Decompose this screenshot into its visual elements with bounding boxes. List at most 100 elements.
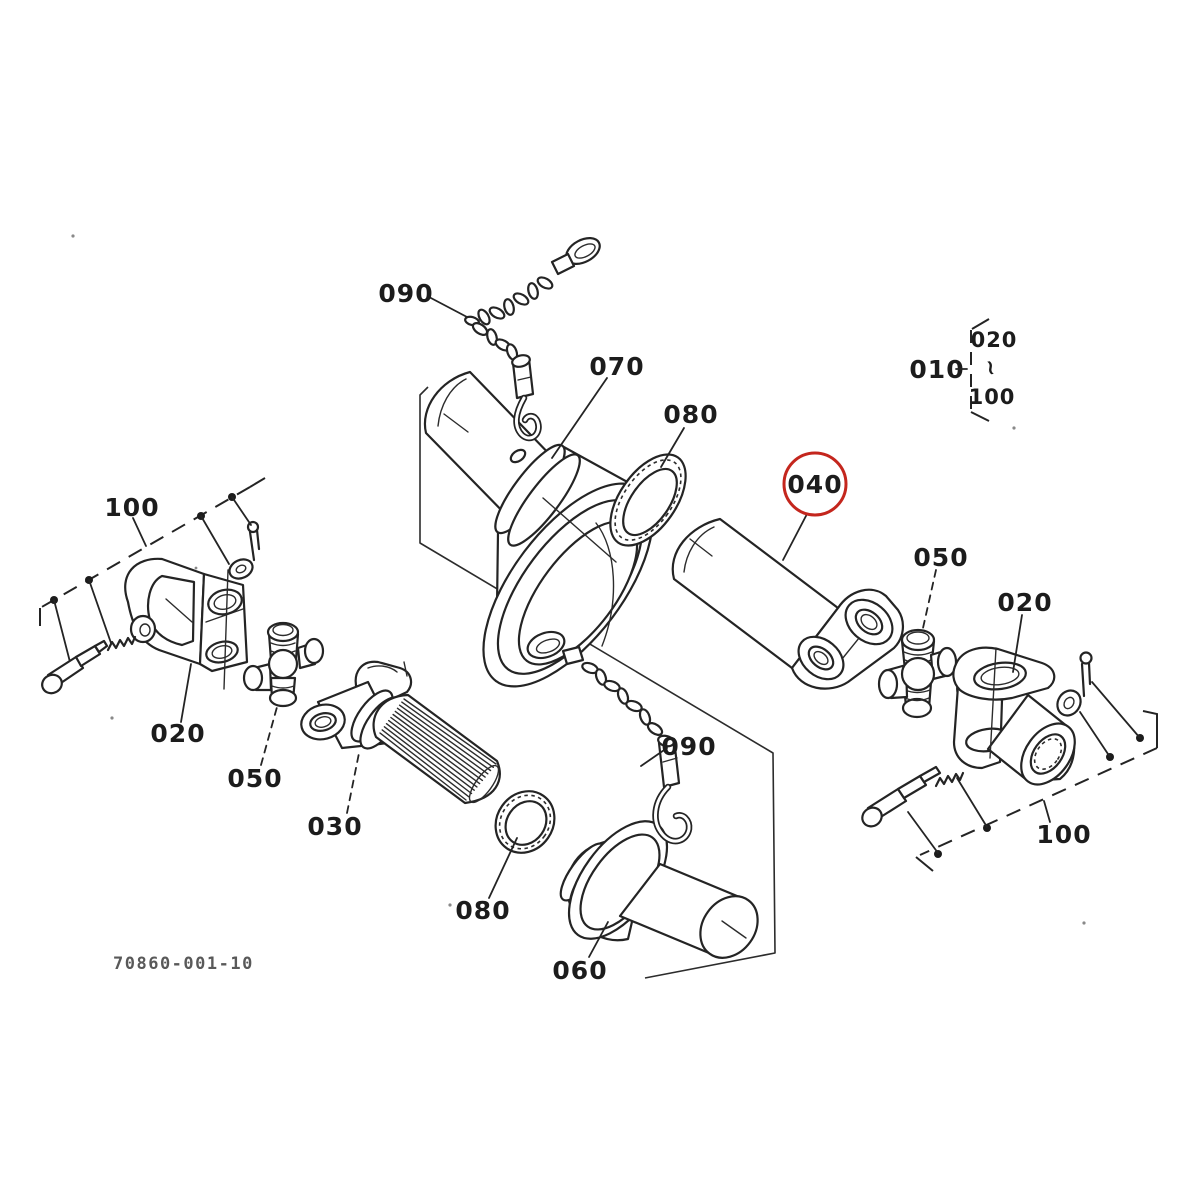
pin-knob (41, 673, 63, 695)
chain-link (477, 308, 491, 326)
chain-link (646, 722, 664, 736)
tube-axis-tick (443, 413, 469, 433)
callout-leader-100 (1043, 800, 1051, 823)
speck (448, 903, 452, 907)
callout-030[interactable]: 030 (307, 812, 362, 841)
chain-ferrule (550, 252, 576, 276)
seal-ring-hatch (614, 459, 682, 541)
trunnion-cap (303, 637, 325, 665)
callout-020[interactable]: 020 (150, 719, 205, 748)
callout-010[interactable]: 010 (909, 355, 964, 384)
part-cotter-pin-right (1079, 651, 1093, 698)
kit-corner-dash (1142, 710, 1158, 748)
part-washer-left (228, 558, 254, 580)
kit-marker-line (200, 515, 230, 565)
trunnion-cap (266, 621, 300, 643)
yoke-ear-detail (367, 661, 408, 677)
seal-ring-inner (622, 467, 678, 537)
trunnion-cap (242, 664, 264, 692)
chain-clip-line (662, 757, 678, 763)
kit-marker-line (1079, 711, 1111, 758)
speck (71, 234, 75, 238)
callout-050[interactable]: 050 (913, 543, 968, 572)
callout-050[interactable]: 050 (227, 764, 282, 793)
coil-spring (106, 635, 137, 652)
chain-link (503, 298, 515, 316)
part-090-safety-chain-upper (464, 237, 601, 464)
cotter-pin-legs (1080, 661, 1092, 698)
cotter-pin-head (246, 520, 260, 534)
bracket-range-end[interactable]: 100 (969, 385, 1016, 409)
callout-100[interactable]: 100 (1036, 820, 1091, 849)
callout-layer: 090 070 080 040 050 020 100 100 020 050 030 080 060 0… (104, 279, 1091, 985)
kit-dashed-edge (919, 747, 1158, 856)
chain-attach-ring (509, 448, 527, 464)
coil-spring (934, 771, 965, 788)
callout-leader-080 (488, 837, 518, 899)
kit-dashed-edge (39, 486, 251, 609)
chain-ferrule (561, 645, 585, 666)
bracket-range-start[interactable]: 020 (971, 328, 1018, 352)
yoke-ear-hole-inner (314, 716, 332, 728)
part-020-yoke-left (124, 557, 249, 690)
callout-070[interactable]: 070 (589, 352, 644, 381)
trunnion-ribs (271, 685, 295, 689)
callout-leader-090 (640, 747, 668, 767)
chain-link (536, 276, 554, 290)
splined-shaft (372, 693, 501, 805)
washer-outer (1056, 689, 1082, 717)
callout-leader-070 (551, 377, 608, 459)
pin-tip (918, 765, 942, 784)
chain-link (527, 282, 539, 300)
range-tilde-icon: ~ (978, 357, 1005, 379)
kit-marker-line (956, 777, 988, 828)
trunnion-cap (268, 688, 298, 708)
trunnion-cap-inner (272, 623, 294, 637)
part-cotter-pin-left (246, 520, 261, 562)
callout-090[interactable]: 090 (661, 732, 716, 761)
kit-marker-line (53, 599, 71, 663)
pin-tip (93, 639, 109, 654)
part-080-seal-ring-lower (494, 790, 556, 854)
callout-leader-100 (132, 517, 147, 547)
kit-marker-dot (983, 824, 991, 832)
callout-leader-020 (180, 663, 192, 723)
callout-leader-080 (660, 427, 685, 468)
tube-end-face (699, 895, 759, 959)
spline-ridges (379, 698, 497, 801)
chain-eyelet-hole (574, 243, 596, 259)
part-push-pin-right (861, 765, 942, 828)
callout-080[interactable]: 080 (455, 896, 510, 925)
group-reference-bracket: 010 020 ~ 100 (909, 318, 1018, 422)
speck (1012, 426, 1016, 430)
chain-clip-line (517, 376, 532, 381)
callout-040[interactable]: 040 (787, 470, 842, 499)
callout-020[interactable]: 020 (997, 588, 1052, 617)
kit-outline-right (907, 681, 1158, 872)
part-060-shield-bell (559, 820, 759, 959)
trunnion-cap (877, 668, 899, 700)
yoke-collar-bushing (129, 614, 157, 644)
tube-wall-arc (683, 526, 715, 573)
washer-hole (235, 564, 247, 574)
part-040-tube-yoke (671, 517, 904, 690)
tube-axis-tick (721, 920, 747, 939)
seal-ring-hatch (498, 794, 552, 850)
callout-090[interactable]: 090 (378, 279, 433, 308)
callout-080[interactable]: 080 (663, 400, 718, 429)
bracket-corner-dash (970, 411, 990, 422)
panel-fold-line (419, 386, 776, 979)
yoke-collar-hole (139, 623, 151, 637)
chain-eyelet-hole (535, 638, 561, 654)
cross-center (900, 656, 936, 692)
part-080-seal-ring-upper (609, 453, 687, 547)
bracket-corner-dash (971, 318, 990, 330)
highlight-circle-040 (782, 451, 848, 517)
pin-step (896, 774, 928, 800)
pin-step (74, 644, 102, 668)
tube-wall-arc (437, 378, 467, 427)
cotter-pin-head (1079, 651, 1093, 665)
callout-100[interactable]: 100 (104, 493, 159, 522)
callout-060[interactable]: 060 (552, 956, 607, 985)
